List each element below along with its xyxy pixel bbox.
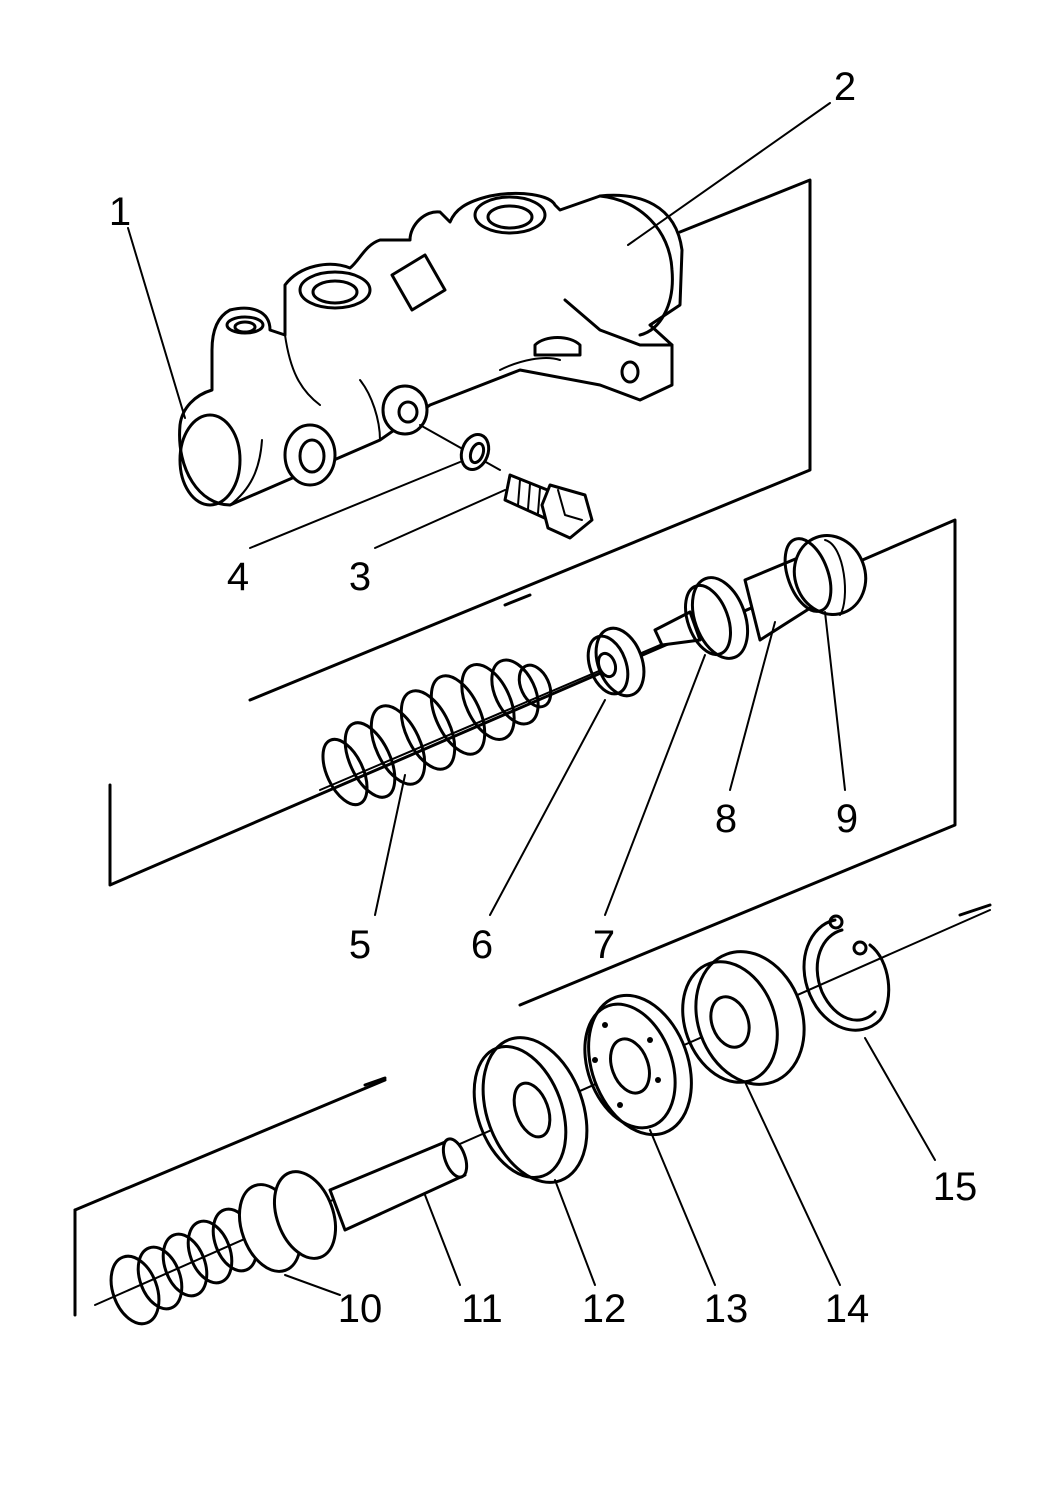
callout-4: 4	[227, 555, 249, 599]
part-12-washer	[472, 1036, 589, 1184]
leader-lines	[127, 102, 936, 1296]
callout-3: 3	[349, 555, 371, 599]
assembly-frame-lines	[73, 178, 992, 1317]
callout-12: 12	[582, 1287, 627, 1331]
part-6-seal	[586, 626, 646, 698]
callout-7: 7	[593, 923, 615, 967]
callout-6: 6	[471, 923, 493, 967]
callout-2: 2	[834, 65, 856, 109]
callout-5: 5	[349, 923, 371, 967]
callout-8: 8	[715, 797, 737, 841]
part-4-washer	[459, 433, 491, 471]
front-end-cap	[178, 413, 242, 507]
part-15-retaining-ring	[802, 914, 891, 1032]
part-3-bolt	[503, 473, 594, 540]
callout-14: 14	[825, 1287, 870, 1331]
callout-9: 9	[836, 797, 858, 841]
callout-13: 13	[704, 1287, 749, 1331]
part-10-11-primary-piston	[109, 1137, 469, 1326]
callout-labels: 1 2 3 4 5 6 7 8 9 10 11 12 13 14 15	[109, 65, 977, 1331]
callout-1: 1	[109, 190, 131, 234]
master-cylinder-body	[178, 191, 684, 507]
callout-11: 11	[461, 1287, 503, 1331]
callout-10: 10	[338, 1287, 383, 1331]
callout-15: 15	[933, 1165, 978, 1209]
part-14-bushing	[681, 950, 806, 1086]
part-13-seal	[583, 993, 693, 1137]
part-5-spring	[321, 658, 553, 807]
part-7-8-9-secondary-piston	[653, 534, 868, 660]
